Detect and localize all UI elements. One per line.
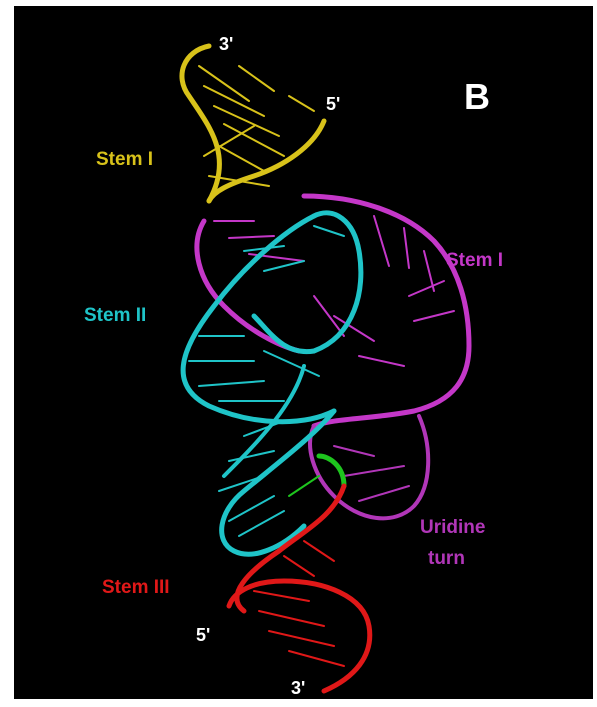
label-bottom-3prime: 3' [291,678,305,698]
label-stem-i-yellow: Stem I [96,149,153,170]
label-stem-iii: Stem III [102,577,170,598]
label-top-5prime: 5' [326,94,340,114]
panel-letter: B [464,76,490,117]
rna-structure-panel: B 3' 5' Stem I Stem I Stem II Uridine tu… [14,6,593,699]
label-uridine-turn-line1: Uridine [420,517,485,538]
label-stem-i-magenta: Stem I [446,250,503,271]
stem-iii-strand [229,486,370,691]
rna-3d-structure: B 3' 5' Stem I Stem I Stem II Uridine tu… [14,6,593,699]
label-stem-ii: Stem II [84,305,146,326]
label-uridine-turn-line2: turn [428,548,465,569]
junction-segment [289,456,344,496]
stem-i-yellow-strand [182,46,324,201]
stem-i-magenta-strand [197,196,469,518]
label-bottom-5prime: 5' [196,625,210,645]
label-top-3prime: 3' [219,34,233,54]
